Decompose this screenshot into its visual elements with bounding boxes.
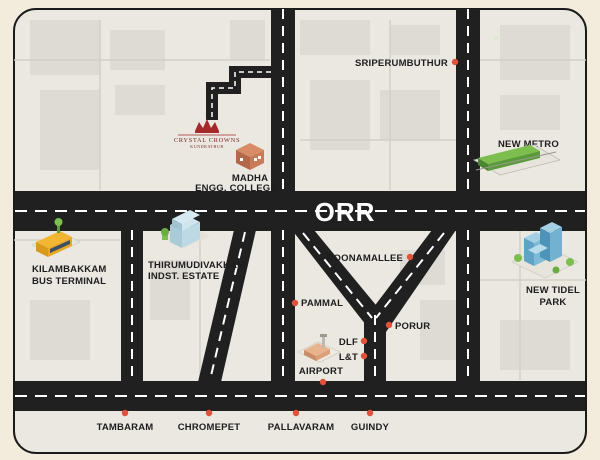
porur-marker: [385, 321, 393, 329]
crown-icon: [195, 119, 219, 133]
road-network: [15, 9, 585, 411]
kilambakkam-label-line1: KILAMBAKKAM: [32, 264, 107, 275]
poonamallee-label: POONAMALLEE: [327, 253, 403, 264]
lt-label: L&T: [339, 352, 358, 363]
tambaram-label: TAMBARAM: [97, 422, 154, 433]
new-tidel-label-line2: PARK: [539, 297, 566, 308]
sriperumbuthur-marker: [451, 58, 459, 66]
metro-train-icon: [472, 35, 562, 176]
chromepet-marker: [205, 409, 213, 417]
madha-label-line2: ENGG. COLLEGE: [195, 183, 277, 194]
dlf-label: DLF: [339, 337, 358, 348]
kilambakkam-label-line2: BUS TERMINAL: [32, 276, 106, 287]
airport-label: AIRPORT: [299, 366, 343, 377]
tidel-park-icon: [511, 222, 579, 279]
brand-tagline: KUNDRATHUR: [190, 144, 224, 149]
thirumudivakkam-label-line2: INDST. ESTATE: [148, 271, 219, 282]
bus-icon: [31, 218, 81, 257]
airport-marker: [319, 378, 327, 386]
sriperumbuthur-label: SRIPERUMBUTHUR: [355, 58, 448, 69]
guindy-marker: [366, 409, 374, 417]
pammal-label: PAMMAL: [301, 298, 343, 309]
college-building-icon: [236, 143, 264, 170]
brand-name: CRYSTAL CROWNS: [174, 137, 240, 144]
new-tidel-label-line1: NEW TIDEL: [526, 285, 580, 296]
tambaram-marker: [121, 409, 129, 417]
dlf-marker: [360, 337, 368, 345]
poonamallee-marker: [406, 253, 414, 261]
porur-label: PORUR: [395, 321, 430, 332]
thirumudivakkam-label-line1: THIRUMUDIVAKKAM: [148, 260, 245, 271]
lt-marker: [360, 352, 368, 360]
pammal-marker: [291, 299, 299, 307]
orr-road-label: ORR: [315, 197, 376, 227]
chromepet-label: CHROMEPET: [178, 422, 241, 433]
airport-icon: [297, 334, 341, 363]
pallavaram-marker: [292, 409, 300, 417]
industrial-estate-icon: [160, 210, 210, 248]
city-blocks: [30, 20, 570, 370]
madha-label-line1: MADHA: [232, 173, 268, 184]
new-metro-label: NEW METRO: [498, 139, 559, 150]
project-logo: CRYSTAL CROWNS KUNDRATHUR: [174, 119, 240, 149]
guindy-label: GUINDY: [351, 422, 390, 433]
pallavaram-label: PALLAVARAM: [268, 422, 334, 433]
